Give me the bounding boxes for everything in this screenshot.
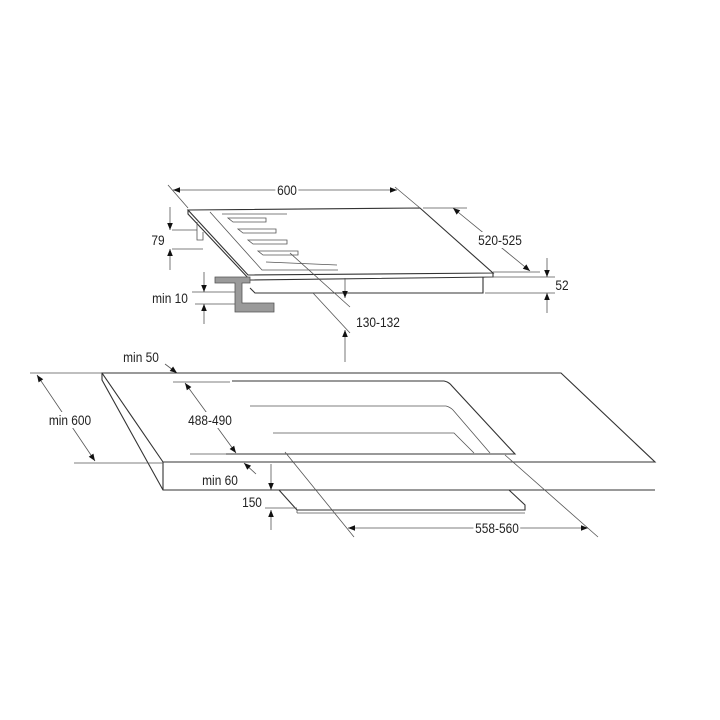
worktop-dimensions bbox=[30, 363, 599, 538]
worktop-drawing bbox=[100, 372, 657, 514]
dim-label-gap-below: 150 bbox=[242, 494, 262, 510]
dim-label-depth: 520-525 bbox=[476, 232, 524, 248]
dim-label-cutout-depth: 488-490 bbox=[186, 412, 234, 428]
mounting-bracket bbox=[214, 276, 275, 313]
dim-label-cutout-width: 558-560 bbox=[473, 520, 521, 536]
cutout bbox=[226, 380, 517, 455]
dim-label-depth-min: min 600 bbox=[47, 412, 93, 428]
hob-dimensions bbox=[167, 184, 555, 362]
hob-drawing bbox=[186, 207, 495, 313]
dim-label-bracket: min 10 bbox=[152, 290, 188, 306]
dim-label-height: 52 bbox=[555, 277, 569, 293]
dim-label-back-min: min 50 bbox=[123, 349, 159, 365]
dim-label-width: 600 bbox=[275, 182, 299, 198]
drawer-panel bbox=[278, 489, 526, 511]
dim-label-front-offset: 130-132 bbox=[354, 314, 402, 330]
worktop-top bbox=[100, 372, 657, 463]
dim-label-front-min: min 60 bbox=[202, 472, 238, 488]
hob-body bbox=[249, 277, 484, 294]
dim-label-burner-height: 79 bbox=[149, 232, 167, 248]
